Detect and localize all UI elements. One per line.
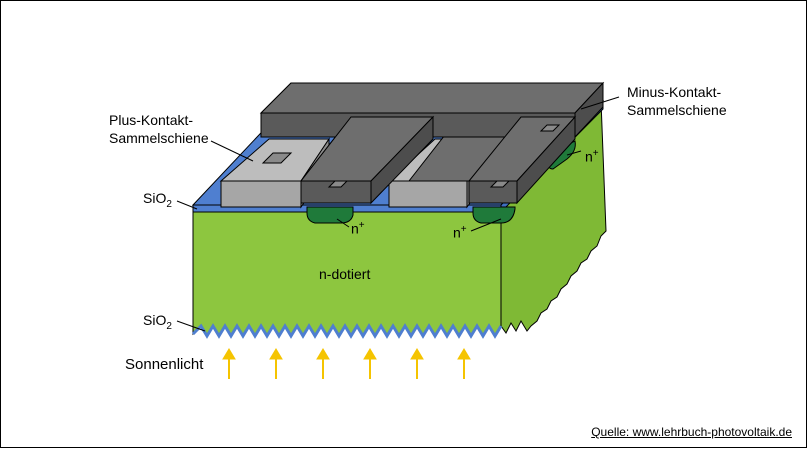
sunlight-arrow [222,348,236,379]
plus-contact-1 [219,137,330,209]
leader-n-plus-1 [336,218,350,228]
n-plus-label-3: n+ [585,148,599,165]
plus-contact-label-line2: Sammelschiene [109,130,209,146]
minus-busbar [259,81,605,205]
silicon-side-face [500,99,607,334]
source-link[interactable]: Quelle: www.lehrbuch-photovoltaik.de [591,425,792,439]
n-plus-region-1 [306,206,354,224]
sunlight-arrow [269,348,283,379]
sunlight-arrow [457,348,471,379]
bottom-oxide-line [191,323,503,339]
plus-contact-label: Plus-Kontakt- Sammelschiene [109,111,209,147]
minus-contact-label-line1: Minus-Kontakt- [627,84,722,100]
minus-contact-label: Minus-Kontakt- Sammelschiene [627,83,727,119]
leader-n-plus-2 [470,218,502,232]
leader-sio2-bottom [176,320,206,332]
sio2-bottom-label: SiO2 [143,312,172,332]
sunlight-arrow [363,348,377,379]
sunlight-arrow [410,348,424,379]
n-plus-region-2 [472,206,516,224]
sio2-top-label: SiO2 [143,190,172,210]
sunlight-arrow [316,348,330,379]
n-plus-label-1: n+ [351,220,365,237]
leader-minus-contact [580,96,620,110]
plus-contact-label-line1: Plus-Kontakt- [109,112,194,128]
n-plus-label-2: n+ [453,224,467,241]
minus-contact-label-line2: Sammelschiene [627,102,727,118]
n-doped-label: n-dotiert [319,266,371,282]
leader-n-plus-3 [566,150,582,156]
sunlight-label: Sonnenlicht [125,356,204,373]
sunlight-arrows [222,348,471,379]
leader-sio2-top [176,200,198,210]
leader-plus-contact [210,140,254,162]
